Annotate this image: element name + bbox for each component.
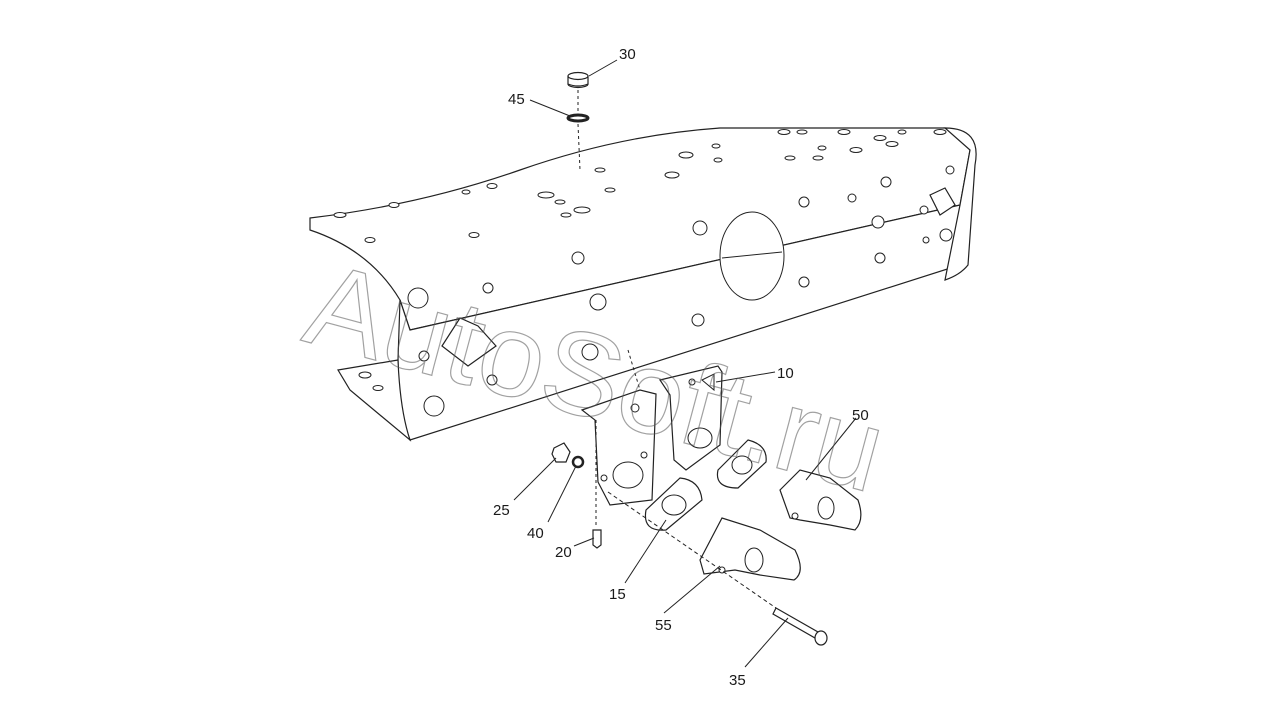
callout-45: 45 — [508, 91, 525, 108]
callout-15: 15 — [609, 586, 626, 603]
cap-part — [567, 71, 589, 89]
frame-beam — [309, 127, 977, 442]
socket-housing — [699, 517, 801, 581]
callout-35: 35 — [729, 672, 746, 689]
callout-10: 10 — [777, 365, 794, 382]
mounting-bracket — [580, 389, 657, 506]
center-line — [577, 123, 581, 171]
long-bolt-part — [772, 607, 828, 646]
nut-part — [551, 442, 571, 463]
center-line — [607, 491, 777, 609]
callout-20: 20 — [555, 544, 572, 561]
callout-55: 55 — [655, 617, 672, 634]
center-line — [627, 349, 641, 391]
callout-50: 50 — [852, 407, 869, 424]
callouts: 30 45 10 50 25 40 20 15 55 35 — [493, 46, 869, 689]
callout-30: 30 — [619, 46, 636, 63]
gasket-part — [644, 477, 703, 531]
bolt-part — [592, 529, 602, 549]
callout-25: 25 — [493, 502, 510, 519]
small-washer-part — [571, 455, 585, 469]
mounting-bracket — [659, 365, 723, 471]
callout-40: 40 — [527, 525, 544, 542]
socket-housing — [779, 469, 862, 531]
leader-lines — [513, 59, 857, 668]
gasket-part — [716, 439, 767, 489]
washer-part — [566, 113, 590, 123]
